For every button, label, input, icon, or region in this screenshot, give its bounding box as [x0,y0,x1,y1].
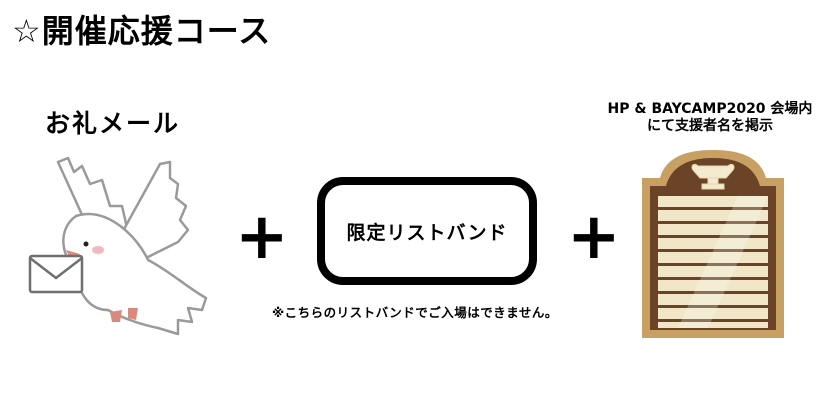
supporter-name-label-line2: にて支援者名を掲示 [647,118,773,134]
plus-operator: + [567,200,621,274]
plus-operator: + [235,200,289,274]
name-board-plaque-icon [642,150,784,338]
supporter-name-label: HP & BAYCAMP2020 会場内 にて支援者名を掲示 [590,101,830,135]
limited-wristband-box: 限定リストバンド [317,177,537,285]
page-title: ☆開催応援コース [12,12,272,50]
supporter-name-label-line1: HP & BAYCAMP2020 会場内 [607,101,813,117]
limited-wristband-label: 限定リストバンド [346,221,508,244]
dove-with-letter-icon [28,156,208,336]
thank-you-mail-label: お礼メール [45,109,181,138]
wristband-note: ※こちらのリストバンドでご入場はできません。 [272,305,558,320]
